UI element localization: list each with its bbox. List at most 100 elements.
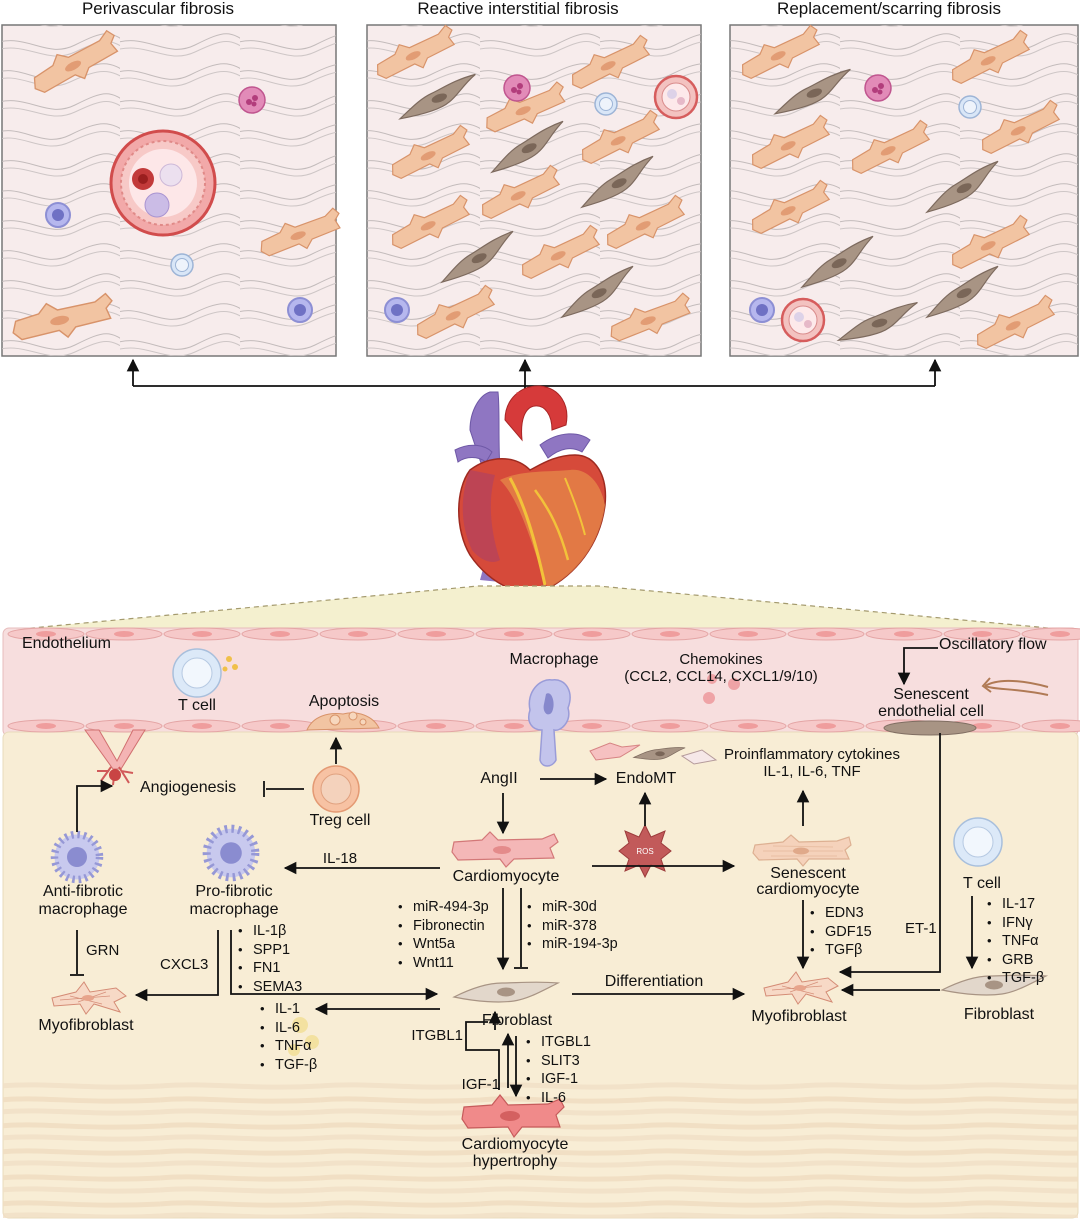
endothelial-nucleus [36, 723, 56, 729]
endothelial-nucleus [816, 723, 836, 729]
list-item: miR-30d [527, 898, 618, 917]
endothelial-nucleus [660, 631, 680, 637]
list-item: EDN3 [810, 904, 872, 923]
fibroblast-right-label: Fibroblast [963, 1006, 1035, 1023]
endothelial-nucleus [504, 723, 524, 729]
chemokine-dots [703, 674, 740, 704]
panel-reactive-interstitial [366, 21, 702, 357]
senescent-endothelial-label-2: endothelial cell [878, 703, 984, 720]
endothelial-nucleus [426, 723, 446, 729]
list-item: miR-194-3p [527, 935, 618, 954]
proinflammatory-label-1: Proinflammatory cytokines [724, 746, 900, 763]
fibroblast-center-label: Fibroblast [481, 1012, 553, 1029]
endothelial-cells-bottom [7, 719, 1080, 733]
cm-hypertrophy-label-2: hypertrophy [472, 1153, 558, 1170]
panel-replacement-scarring [729, 21, 1079, 357]
ros-burst-icon: ROS [618, 823, 672, 879]
endothelial-nucleus [894, 631, 914, 637]
endothelial-nucleus [270, 631, 290, 637]
list-item: SLIT3 [526, 1052, 591, 1071]
pro-fibrotic-factor-list: IL-1β SPP1 FN1 SEMA3 [238, 922, 302, 996]
list-item: TGF-β [260, 1056, 317, 1075]
apoptosis-icon [306, 711, 380, 731]
endothelial-cells-top [7, 627, 1080, 641]
angiogenesis-sprout-icon [84, 729, 146, 786]
endothelial-nucleus [582, 723, 602, 729]
endothelial-nucleus [348, 631, 368, 637]
endothelial-nucleus [738, 631, 758, 637]
list-item: SPP1 [238, 941, 302, 960]
endothelial-nucleus [192, 723, 212, 729]
artery-icon [109, 129, 217, 237]
treg-cell-label: Treg cell [309, 812, 371, 829]
senescent-factor-list: EDN3 GDF15 TGFβ [810, 904, 872, 960]
list-item: FN1 [238, 959, 302, 978]
anti-fibrotic-label-1: Anti-fibrotic [42, 883, 124, 900]
list-item: GDF15 [810, 923, 872, 942]
list-item: TNFα [260, 1037, 317, 1056]
endothelial-nucleus [114, 723, 134, 729]
t-cell-right-label: T cell [963, 875, 1001, 892]
pro-fibrotic-label-1: Pro-fibrotic [195, 883, 273, 900]
cardiomyocyte-label: Cardiomyocyte [452, 868, 560, 885]
cardiomyocyte-to-fibroblast-list: miR-494-3p Fibronectin Wnt5a Wnt11 [398, 898, 489, 972]
zoom-guide [9, 585, 1071, 631]
endothelial-nucleus [582, 631, 602, 637]
pro-fibrotic-macrophage-icon [207, 829, 256, 878]
myofibroblast-center-label: Myofibroblast [751, 1008, 847, 1025]
pathway-arrows [70, 647, 979, 1098]
panel-title-perivascular: Perivascular fibrosis [81, 0, 235, 18]
fibroblast-center-icon [452, 981, 561, 1003]
list-item: miR-494-3p [398, 898, 489, 917]
endothelium-label: Endothelium [22, 635, 111, 652]
list-item: TGFβ [810, 941, 872, 960]
t-cell-top-label: T cell [178, 697, 216, 714]
endothelial-nucleus [192, 631, 212, 637]
endothelial-nucleus [114, 631, 134, 637]
list-item: IL-17 [987, 895, 1044, 914]
panel-title-reactive-interstitial: Reactive interstitial fibrosis [417, 0, 619, 18]
cardiomyocyte-icon [451, 831, 559, 868]
t-cell-right-icon [953, 817, 1003, 867]
endothelial-nucleus [1050, 723, 1070, 729]
list-item: IL-6 [260, 1019, 317, 1038]
oscillatory-flow-arrow [981, 677, 1049, 696]
senescent-cardiomyocyte-icon [752, 834, 852, 867]
list-item: Wnt5a [398, 935, 489, 954]
grn-label: GRN [86, 942, 120, 959]
panel-perivascular [1, 24, 348, 357]
list-item: GRB [987, 951, 1044, 970]
chemokines-label: Chemokines [679, 651, 763, 668]
et1-label: ET-1 [905, 920, 937, 937]
list-item: Wnt11 [398, 954, 489, 973]
cardiomyocyte-inhibitory-list: miR-30d miR-378 miR-194-3p [527, 898, 618, 954]
endomt-label: EndoMT [615, 770, 677, 787]
ros-label: ROS [636, 847, 653, 856]
treg-cell-icon [312, 765, 360, 813]
il18-label: IL-18 [322, 850, 358, 867]
cxcl3-label: CXCL3 [160, 956, 209, 973]
senescent-endothelial-cell-icon [883, 720, 977, 736]
list-item: Fibronectin [398, 917, 489, 936]
list-item: TGF-β [987, 969, 1044, 988]
macrophage-label: Macrophage [509, 651, 599, 668]
endothelial-nucleus [972, 723, 992, 729]
chemokines-list: (CCL2, CCL14, CXCL1/9/10) [624, 668, 818, 685]
list-item: TNFα [987, 932, 1044, 951]
senescent-endothelial-label-1: Senescent [893, 686, 969, 703]
panel-title-replacement-scarring: Replacement/scarring fibrosis [777, 0, 1001, 18]
endothelial-nucleus [738, 723, 758, 729]
itgbl1-label: ITGBL1 [411, 1027, 463, 1044]
igf1-label: IGF-1 [461, 1076, 500, 1093]
t-cell-factor-list: IL-17 IFNγ TNFα GRB TGF-β [987, 895, 1044, 988]
anti-fibrotic-macrophage-icon [55, 835, 100, 880]
list-item: IL-1 [260, 1000, 317, 1019]
endothelial-nucleus [1050, 631, 1070, 637]
list-item: IFNγ [987, 914, 1044, 933]
senescent-cardiomyocyte-label-1: Senescent [770, 865, 846, 882]
list-item: miR-378 [527, 917, 618, 936]
proinflammatory-label-2: IL-1, IL-6, TNF [763, 763, 861, 780]
endothelial-nucleus [426, 631, 446, 637]
